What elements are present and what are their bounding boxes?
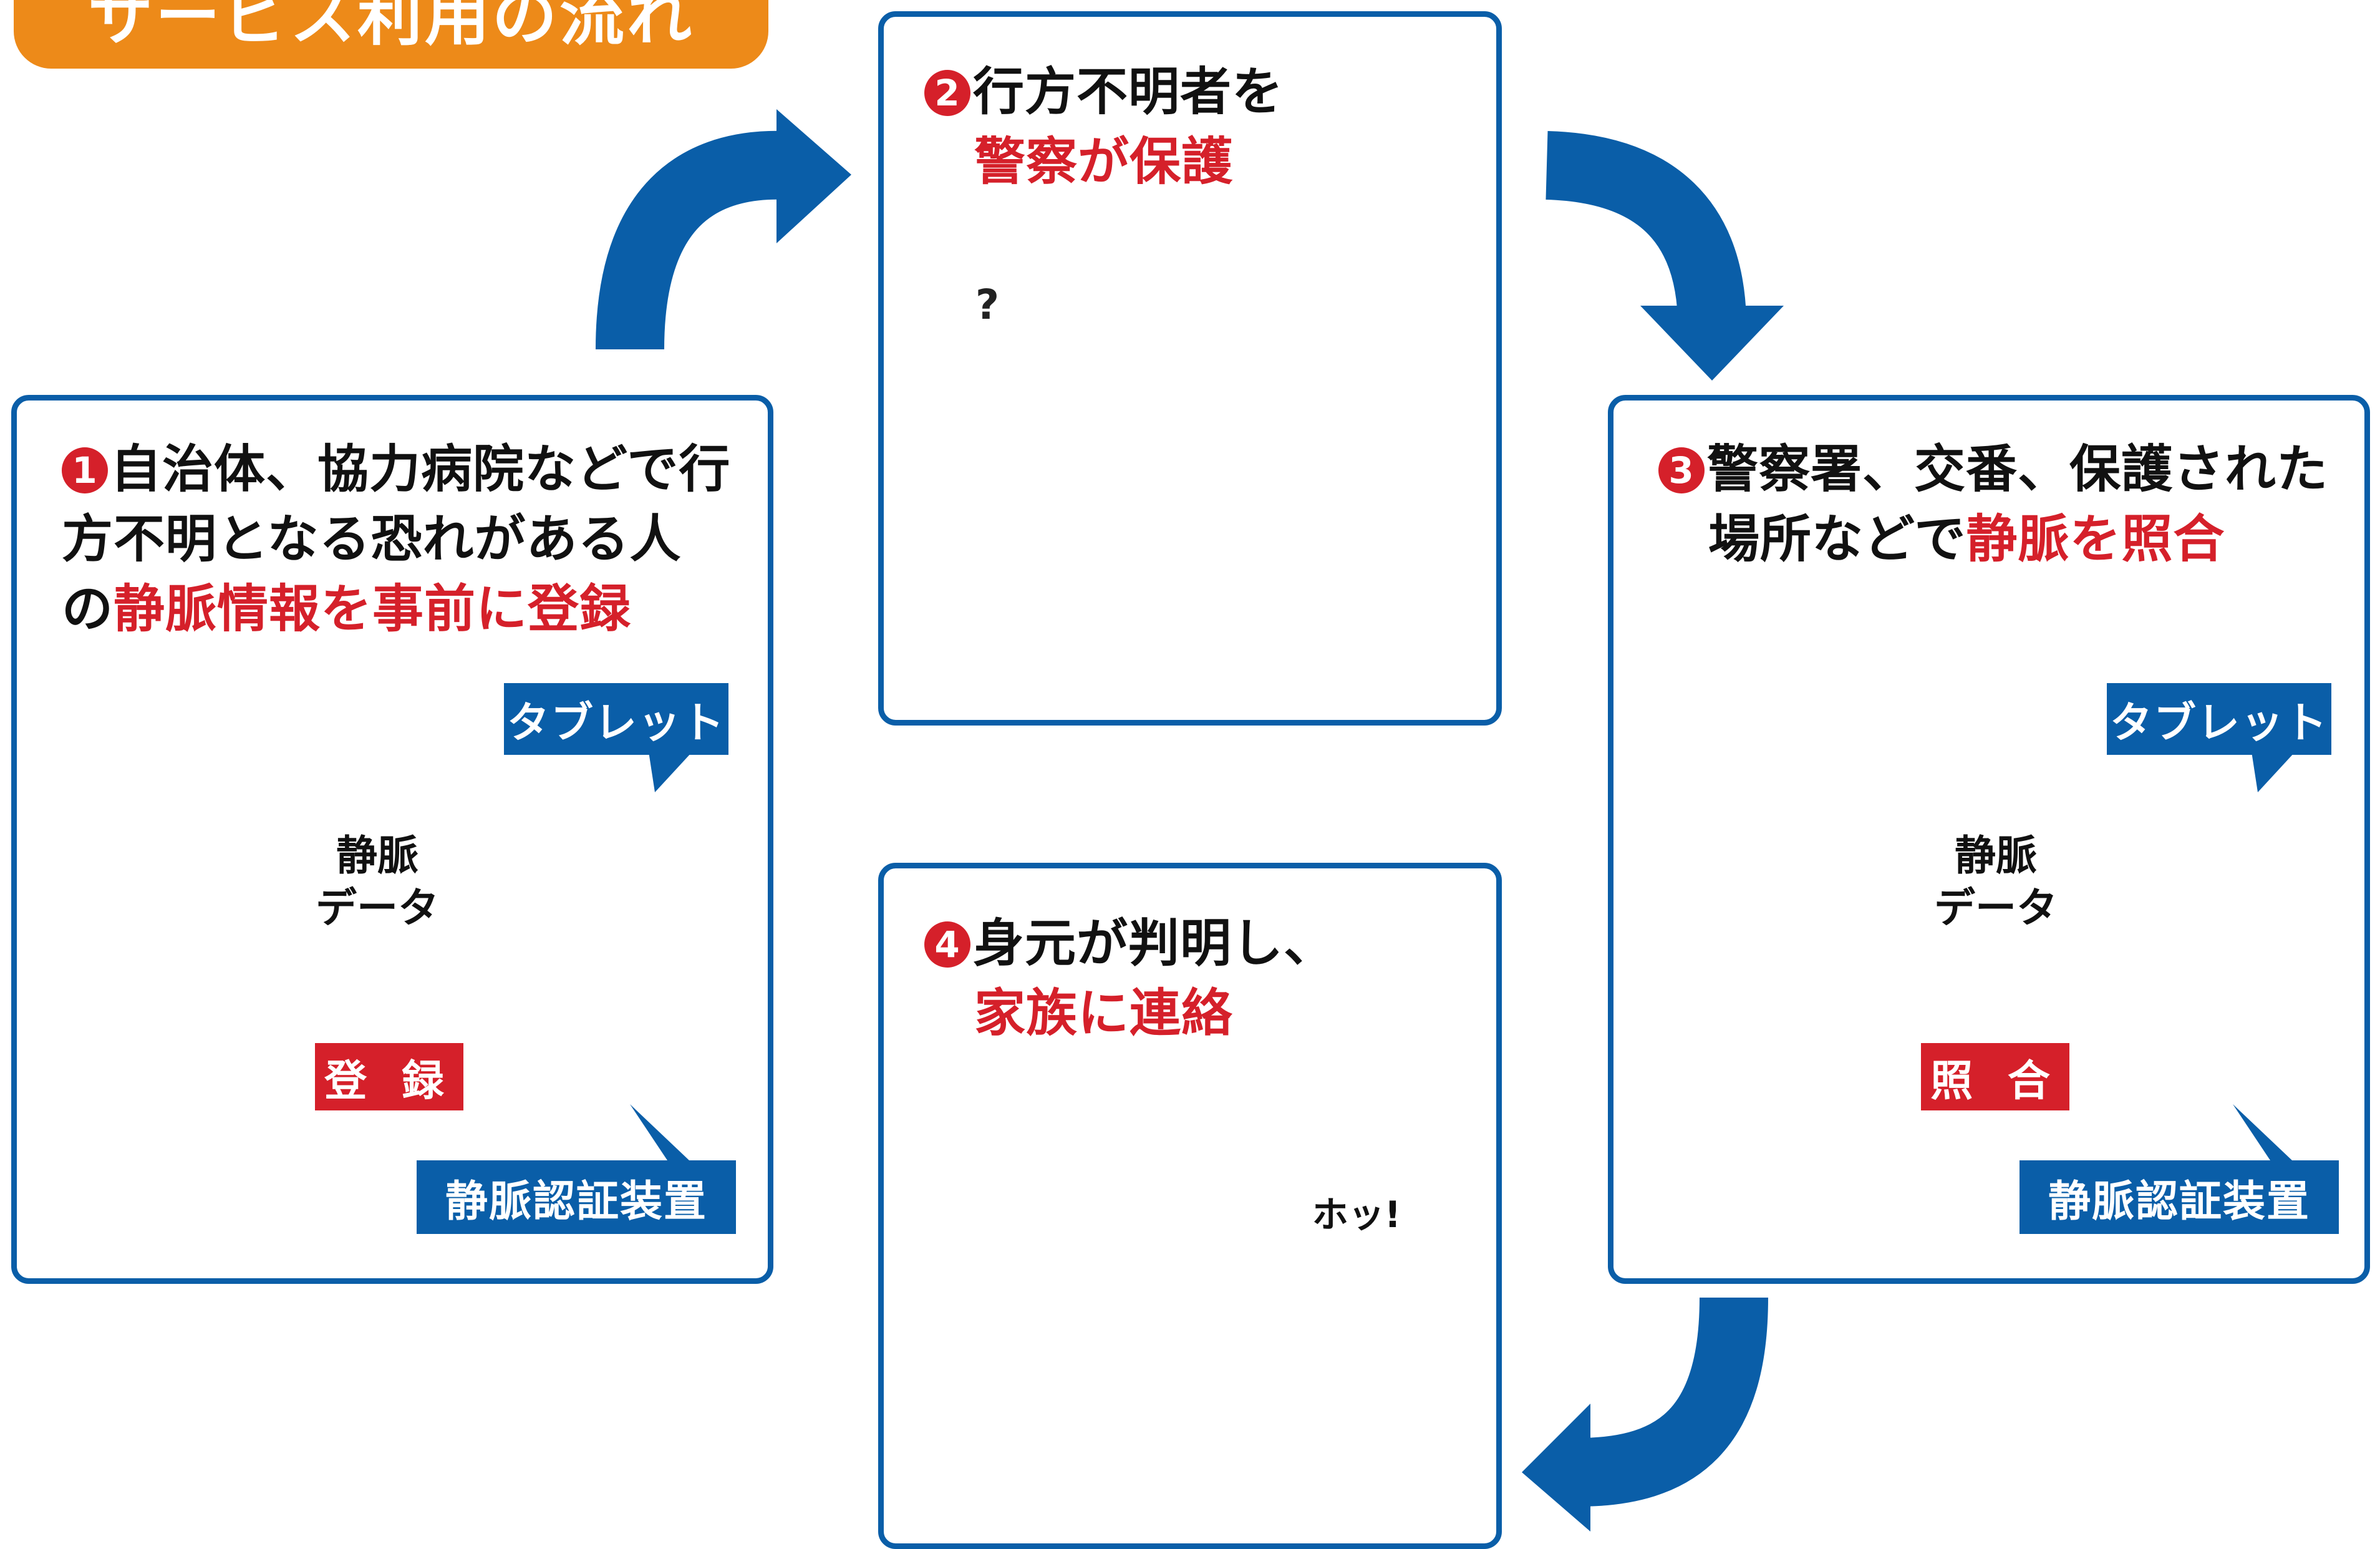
- device-label-pointer: [630, 1104, 689, 1160]
- step-1-line-1: 自治体、協力病院などで行: [110, 440, 731, 499]
- flow-arrow-1-to-2: [596, 109, 851, 350]
- match-label: 照 合: [1921, 1043, 2069, 1110]
- step-3-line-1: 警察署、交番、保護された: [1707, 440, 2329, 499]
- tablet-label: タブレット: [504, 683, 728, 755]
- step-1-line-3: の: [62, 580, 114, 639]
- step-4-number: 4: [924, 921, 970, 968]
- tablet-label-pointer: [649, 752, 692, 792]
- step-4-line-1: 身元が判明し、: [973, 914, 1336, 973]
- vein-data-label: 静脈 データ: [316, 832, 439, 932]
- question-mark: ?: [975, 281, 1000, 329]
- vein-device-label-2: 静脈認証装置: [2020, 1160, 2339, 1234]
- flow-arrow-3-to-4: [1522, 1297, 1768, 1532]
- relief-bubble-text: ホッ!: [1312, 1193, 1401, 1236]
- step-1-highlight: 静脈情報を事前に登録: [114, 580, 632, 639]
- vein-data-label-2: 静脈 データ: [1934, 832, 2058, 932]
- step-2-number: 2: [924, 70, 970, 116]
- step-4-highlight: 家族に連絡: [974, 984, 1234, 1043]
- tablet-label-2: タブレット: [2107, 683, 2331, 755]
- step-1-line-2: 方不明となる恐れがある人: [62, 510, 682, 569]
- step-3-highlight: 静脈を照合: [1966, 510, 2225, 569]
- vein-device-label: 静脈認証装置: [417, 1160, 736, 1234]
- step-3-line-2: 場所などで: [1708, 510, 1966, 569]
- step-2-highlight: 警察が保護: [974, 132, 1234, 192]
- flow-arrow-2-to-3: [1545, 131, 1784, 381]
- step-2-line-1: 行方不明者を: [973, 62, 1284, 122]
- step-3-number: 3: [1658, 447, 1705, 493]
- title-badge: サービス利用の流れ: [14, 0, 768, 69]
- page-title: サービス利用の流れ: [87, 0, 694, 54]
- register-label: 登 録: [315, 1043, 463, 1110]
- step-1-number: 1: [62, 447, 108, 493]
- tablet-label-pointer-2: [2252, 752, 2295, 792]
- device-label-pointer-2: [2233, 1104, 2292, 1160]
